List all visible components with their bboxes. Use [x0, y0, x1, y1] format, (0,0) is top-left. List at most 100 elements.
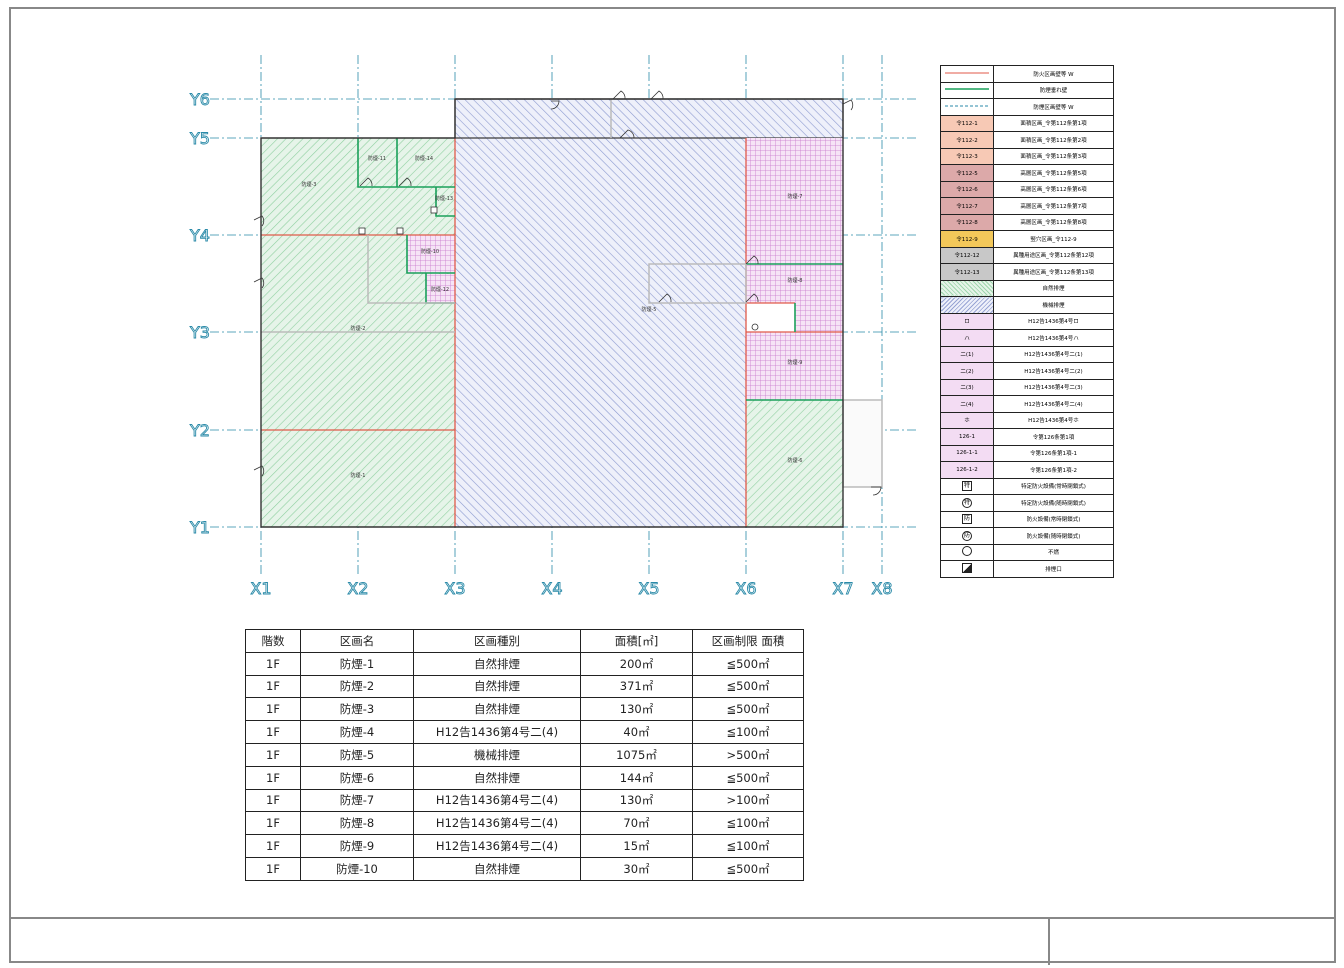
- cell-zone-type: H12告1436第4号二(4): [413, 788, 581, 813]
- cell-area: 130㎡: [580, 788, 693, 813]
- legend-swatch: 二(1): [940, 345, 994, 363]
- cell-zone-name: 防煙-3: [300, 697, 414, 722]
- legend-row: 防防火設備(随時閉鎖式): [940, 527, 1114, 545]
- cell-floor: 1F: [245, 697, 301, 722]
- legend-swatch: 令112-2: [940, 131, 994, 149]
- cell-floor: 1F: [245, 742, 301, 767]
- axis-label-y2: Y2: [189, 421, 210, 440]
- legend-row: 二(2)H12告1436第4号二(2): [940, 362, 1114, 380]
- zone-label-z5: 防煙-5: [642, 306, 657, 313]
- cell-floor: 1F: [245, 788, 301, 813]
- axis-label-x4: X4: [541, 579, 562, 598]
- legend-swatch: 防: [940, 510, 994, 528]
- legend-desc: H12告1436第4号ハ: [993, 329, 1114, 347]
- legend-row: 防煙垂れ壁: [940, 81, 1114, 99]
- table-row: 1F 防煙-1 自然排煙 200㎡ ≦500㎡: [245, 651, 804, 676]
- legend-symbol: 特: [962, 481, 972, 492]
- zone-label-z9: 防煙-9: [788, 359, 803, 366]
- axis-label-x3: X3: [444, 579, 465, 598]
- area-table-header: 階数 区画名 区画種別 面積[㎡] 区画制限 面積: [245, 629, 804, 653]
- cell-area: 1075㎡: [580, 742, 693, 767]
- legend-swatch: 令112-9: [940, 230, 994, 248]
- legend-swatch: ホ: [940, 411, 994, 429]
- legend-row: 防煙区画壁等 W: [940, 98, 1114, 116]
- legend-desc: 面積区画_令第112条第3項: [993, 147, 1114, 165]
- cell-zone-name: 防煙-10: [300, 856, 414, 881]
- header-zone-type: 区画種別: [413, 629, 581, 653]
- legend-row: 機械排煙: [940, 296, 1114, 314]
- cell-area-limit: ≦500㎡: [692, 674, 804, 699]
- legend-desc: 令第126条第1項-1: [993, 444, 1114, 462]
- cell-area-limit: >100㎡: [692, 788, 804, 813]
- cell-area-limit: >500㎡: [692, 742, 804, 767]
- legend-desc: H12告1436第4号二(3): [993, 378, 1114, 396]
- header-area-limit: 区画制限 面積: [692, 629, 804, 653]
- axis-label-y5: Y5: [189, 129, 210, 148]
- cell-area-limit: ≦100㎡: [692, 811, 804, 836]
- zone-label-z6: 防煙-6: [788, 457, 803, 464]
- legend-desc: 不燃: [993, 543, 1114, 561]
- cell-zone-name: 防煙-4: [300, 720, 414, 744]
- legend-row: 不燃: [940, 543, 1114, 561]
- legend-desc: 防火区画壁等 W: [993, 65, 1114, 83]
- cell-zone-type: 自然排煙: [413, 765, 581, 790]
- table-row: 1F 防煙-5 機械排煙 1075㎡ >500㎡: [245, 742, 804, 767]
- header-area: 面積[㎡]: [580, 629, 693, 653]
- table-row: 1F 防煙-7 H12告1436第4号二(4) 130㎡ >100㎡: [245, 788, 804, 813]
- title-block-divider: [1048, 917, 1050, 965]
- legend-swatch: 二(3): [940, 378, 994, 396]
- legend-swatch: 特: [940, 477, 994, 495]
- cell-zone-type: 自然排煙: [413, 651, 581, 676]
- cell-area-limit: ≦500㎡: [692, 856, 804, 881]
- legend-desc: H12告1436第4号ホ: [993, 411, 1114, 429]
- legend-row: 特特定防火設備(常時閉鎖式): [940, 477, 1114, 495]
- cell-zone-name: 防煙-9: [300, 834, 414, 858]
- zone-annex-outline: [842, 399, 883, 488]
- zone-h12-small-2: [426, 274, 455, 303]
- legend-symbol: 特: [962, 497, 972, 508]
- legend-desc: 防煙垂れ壁: [993, 81, 1114, 99]
- legend-desc: 自然排煙: [993, 279, 1114, 297]
- axis-label-x1: X1: [250, 579, 271, 598]
- cell-area-limit: ≦500㎡: [692, 651, 804, 676]
- table-row: 1F 防煙-10 自然排煙 30㎡ ≦500㎡: [245, 856, 804, 881]
- cell-zone-type: H12告1436第4号二(4): [413, 834, 581, 858]
- title-block: [9, 917, 1336, 963]
- axis-label-x7: X7: [832, 579, 853, 598]
- zone-h12-small-1: [407, 235, 455, 273]
- legend-swatch: ハ: [940, 329, 994, 347]
- legend-desc: 令第126条第1項: [993, 428, 1114, 446]
- axis-labels: X1 X2 X3 X4 X5 X6 X7 X8 Y1 Y2 Y3 Y4 Y5 Y…: [189, 90, 893, 599]
- legend-swatch: 令112-13: [940, 263, 994, 281]
- legend-swatch: 防: [940, 527, 994, 545]
- legend-symbol: 防: [962, 514, 972, 525]
- zone-label-z13: 防煙-13: [435, 195, 453, 202]
- legend-desc: 面積区画_令第112条第2項: [993, 131, 1114, 149]
- table-row: 1F 防煙-6 自然排煙 144㎡ ≦500㎡: [245, 765, 804, 790]
- legend-desc: 防煙区画壁等 W: [993, 98, 1114, 116]
- legend-swatch: [940, 98, 994, 116]
- cell-zone-name: 防煙-6: [300, 765, 414, 790]
- legend-desc: 異種用途区画_令第112条第12項: [993, 246, 1114, 264]
- cell-floor: 1F: [245, 834, 301, 858]
- cell-floor: 1F: [245, 720, 301, 744]
- legend-swatch: [940, 296, 994, 314]
- zone-label-z3: 防煙-3: [302, 181, 317, 188]
- legend-row: 防防火設備(常時閉鎖式): [940, 510, 1114, 528]
- cell-zone-name: 防煙-8: [300, 811, 414, 836]
- legend-swatch: 令112-12: [940, 246, 994, 264]
- legend-desc: 高層区画_令第112条第8項: [993, 213, 1114, 231]
- legend-row: 排煙口: [940, 560, 1114, 578]
- cell-floor: 1F: [245, 674, 301, 699]
- zone-h12-east-upper: [746, 138, 843, 264]
